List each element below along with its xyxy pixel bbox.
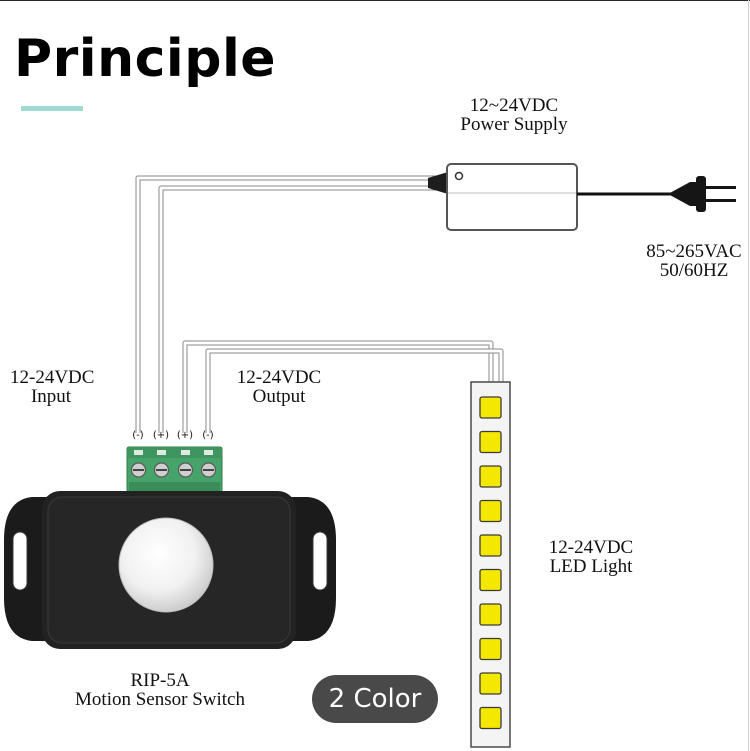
led-name: LED Light: [549, 556, 633, 577]
led-chip: [479, 706, 502, 730]
page-title: Principle: [14, 29, 277, 89]
output-name: Output: [252, 386, 306, 407]
led-chip: [479, 568, 502, 592]
power-supply-voltage: 12~24VDC: [469, 95, 559, 116]
title-accent-bar: [21, 106, 83, 111]
terminal-label: (+): [152, 430, 170, 441]
sensor-model: RIP-5A: [130, 670, 190, 691]
eu-plug-icon: [668, 176, 736, 212]
right-border: [748, 0, 749, 751]
top-border: [0, 0, 750, 1]
terminal-label: (+): [176, 430, 194, 441]
power-supply-name: Power Supply: [460, 114, 568, 135]
led-chip: [479, 603, 502, 626]
input-voltage: 12-24VDC: [10, 367, 95, 388]
led-chip: [479, 430, 502, 454]
led-chip: [479, 396, 502, 419]
led-voltage: 12-24VDC: [548, 537, 634, 558]
color-variant-badge[interactable]: 2 Color: [312, 675, 438, 723]
led-chip: [479, 499, 502, 523]
input-wires: [135, 175, 438, 433]
power-adapter-icon: [428, 163, 672, 231]
output-wires: [182, 340, 504, 433]
mains-frequency: 50/60HZ: [659, 260, 729, 281]
led-chip: [479, 465, 502, 488]
mains-voltage: 85~265VAC: [646, 241, 742, 262]
sensor-label: RIP-5A Motion Sensor Switch: [52, 671, 268, 709]
output-voltage: 12-24VDC: [236, 367, 322, 388]
terminal-label: (-): [132, 430, 144, 441]
led-chip: [479, 637, 502, 661]
led-strip-icon: [470, 381, 511, 748]
mains-label: 85~265VAC 50/60HZ: [640, 242, 748, 280]
power-supply-label: 12~24VDC Power Supply: [446, 96, 582, 134]
input-name: Input: [30, 386, 72, 407]
output-label: 12-24VDC Output: [228, 368, 330, 406]
led-chip: [479, 534, 502, 557]
led-chip: [479, 672, 502, 695]
pir-sensor-icon: [4, 446, 336, 649]
terminal-label: (-): [202, 430, 214, 441]
sensor-name: Motion Sensor Switch: [75, 689, 245, 710]
led-light-label: 12-24VDC LED Light: [536, 538, 646, 576]
input-label: 12-24VDC Input: [10, 367, 95, 407]
